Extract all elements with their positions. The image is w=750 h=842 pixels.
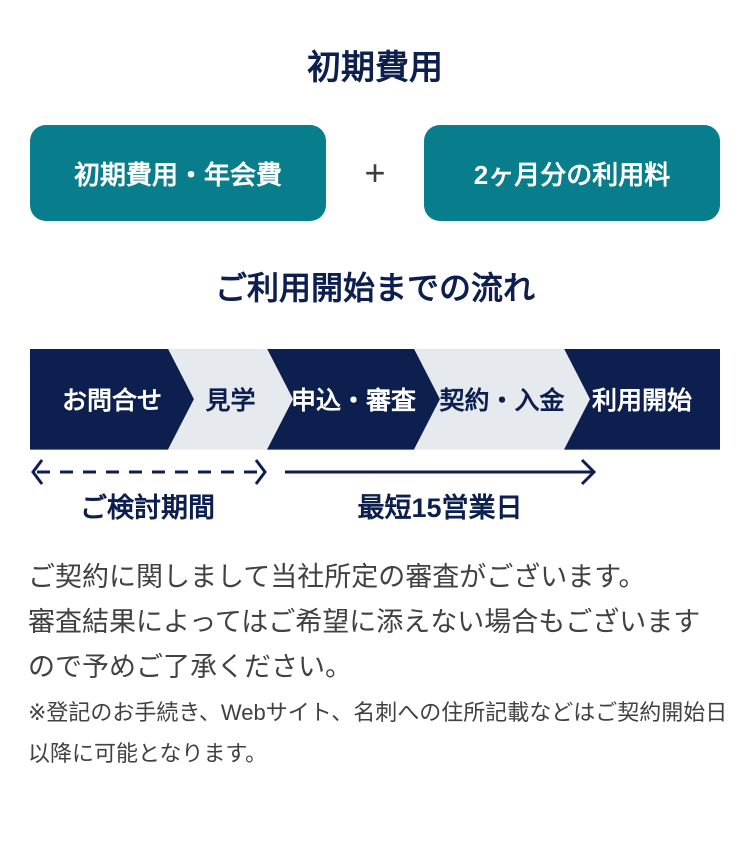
registration-note-line: ※登記のお手続き、Webサイト、名刺への住所記載などはご契約開始日: [28, 699, 728, 725]
period-labels: ご検討期間 最短15営業日: [30, 491, 720, 525]
registration-note-line: 以降に可能となります。: [28, 740, 268, 766]
cost-box-two-months-fee: 2ヶ月分の利用料: [424, 125, 720, 222]
cost-box-initial-fee: 初期費用・年会費: [30, 125, 326, 222]
period-arrows: [30, 455, 720, 489]
screening-note-line: 審査結果によってはご希望に添えない場合もございます: [28, 606, 701, 637]
registration-note: ※登記のお手続き、Webサイト、名刺への住所記載などはご契約開始日 以降に可能と…: [28, 692, 728, 774]
period-arrows-svg: [31, 458, 597, 485]
cost-formula: 初期費用・年会費 + 2ヶ月分の利用料: [30, 125, 720, 222]
screening-note-line: ので予めご了承ください。: [28, 651, 352, 682]
flow-step-contact: お問合せ: [30, 349, 194, 450]
pricing-flow-infographic: 初期費用 初期費用・年会費 + 2ヶ月分の利用料 ご利用開始までの流れ お問合せ…: [0, 49, 750, 842]
period-label-business-days: 最短15営業日: [357, 492, 523, 523]
initial-cost-title: 初期費用: [307, 49, 443, 87]
flow-steps-bar: お問合せ 見学 申込・審査 契約・入金 利用開始: [30, 348, 720, 450]
flow-title: ご利用開始までの流れ: [214, 270, 535, 307]
dashed-arrow-left-head: [31, 458, 44, 485]
period-label-consideration: ご検討期間: [80, 492, 215, 523]
flow-step-application: 申込・審査: [267, 349, 440, 450]
plus-sign: +: [364, 152, 386, 194]
screening-note-line: ご契約に関しまして当社所定の審査がございます。: [28, 561, 646, 592]
solid-arrow-right-head: [580, 458, 597, 485]
flow-step-contract: 契約・入金: [414, 349, 590, 450]
dashed-arrow-right-head: [254, 458, 267, 485]
screening-note: ご契約に関しまして当社所定の審査がございます。 審査結果によってはご希望に添えな…: [28, 555, 722, 690]
flow-step-start: 利用開始: [564, 348, 720, 450]
